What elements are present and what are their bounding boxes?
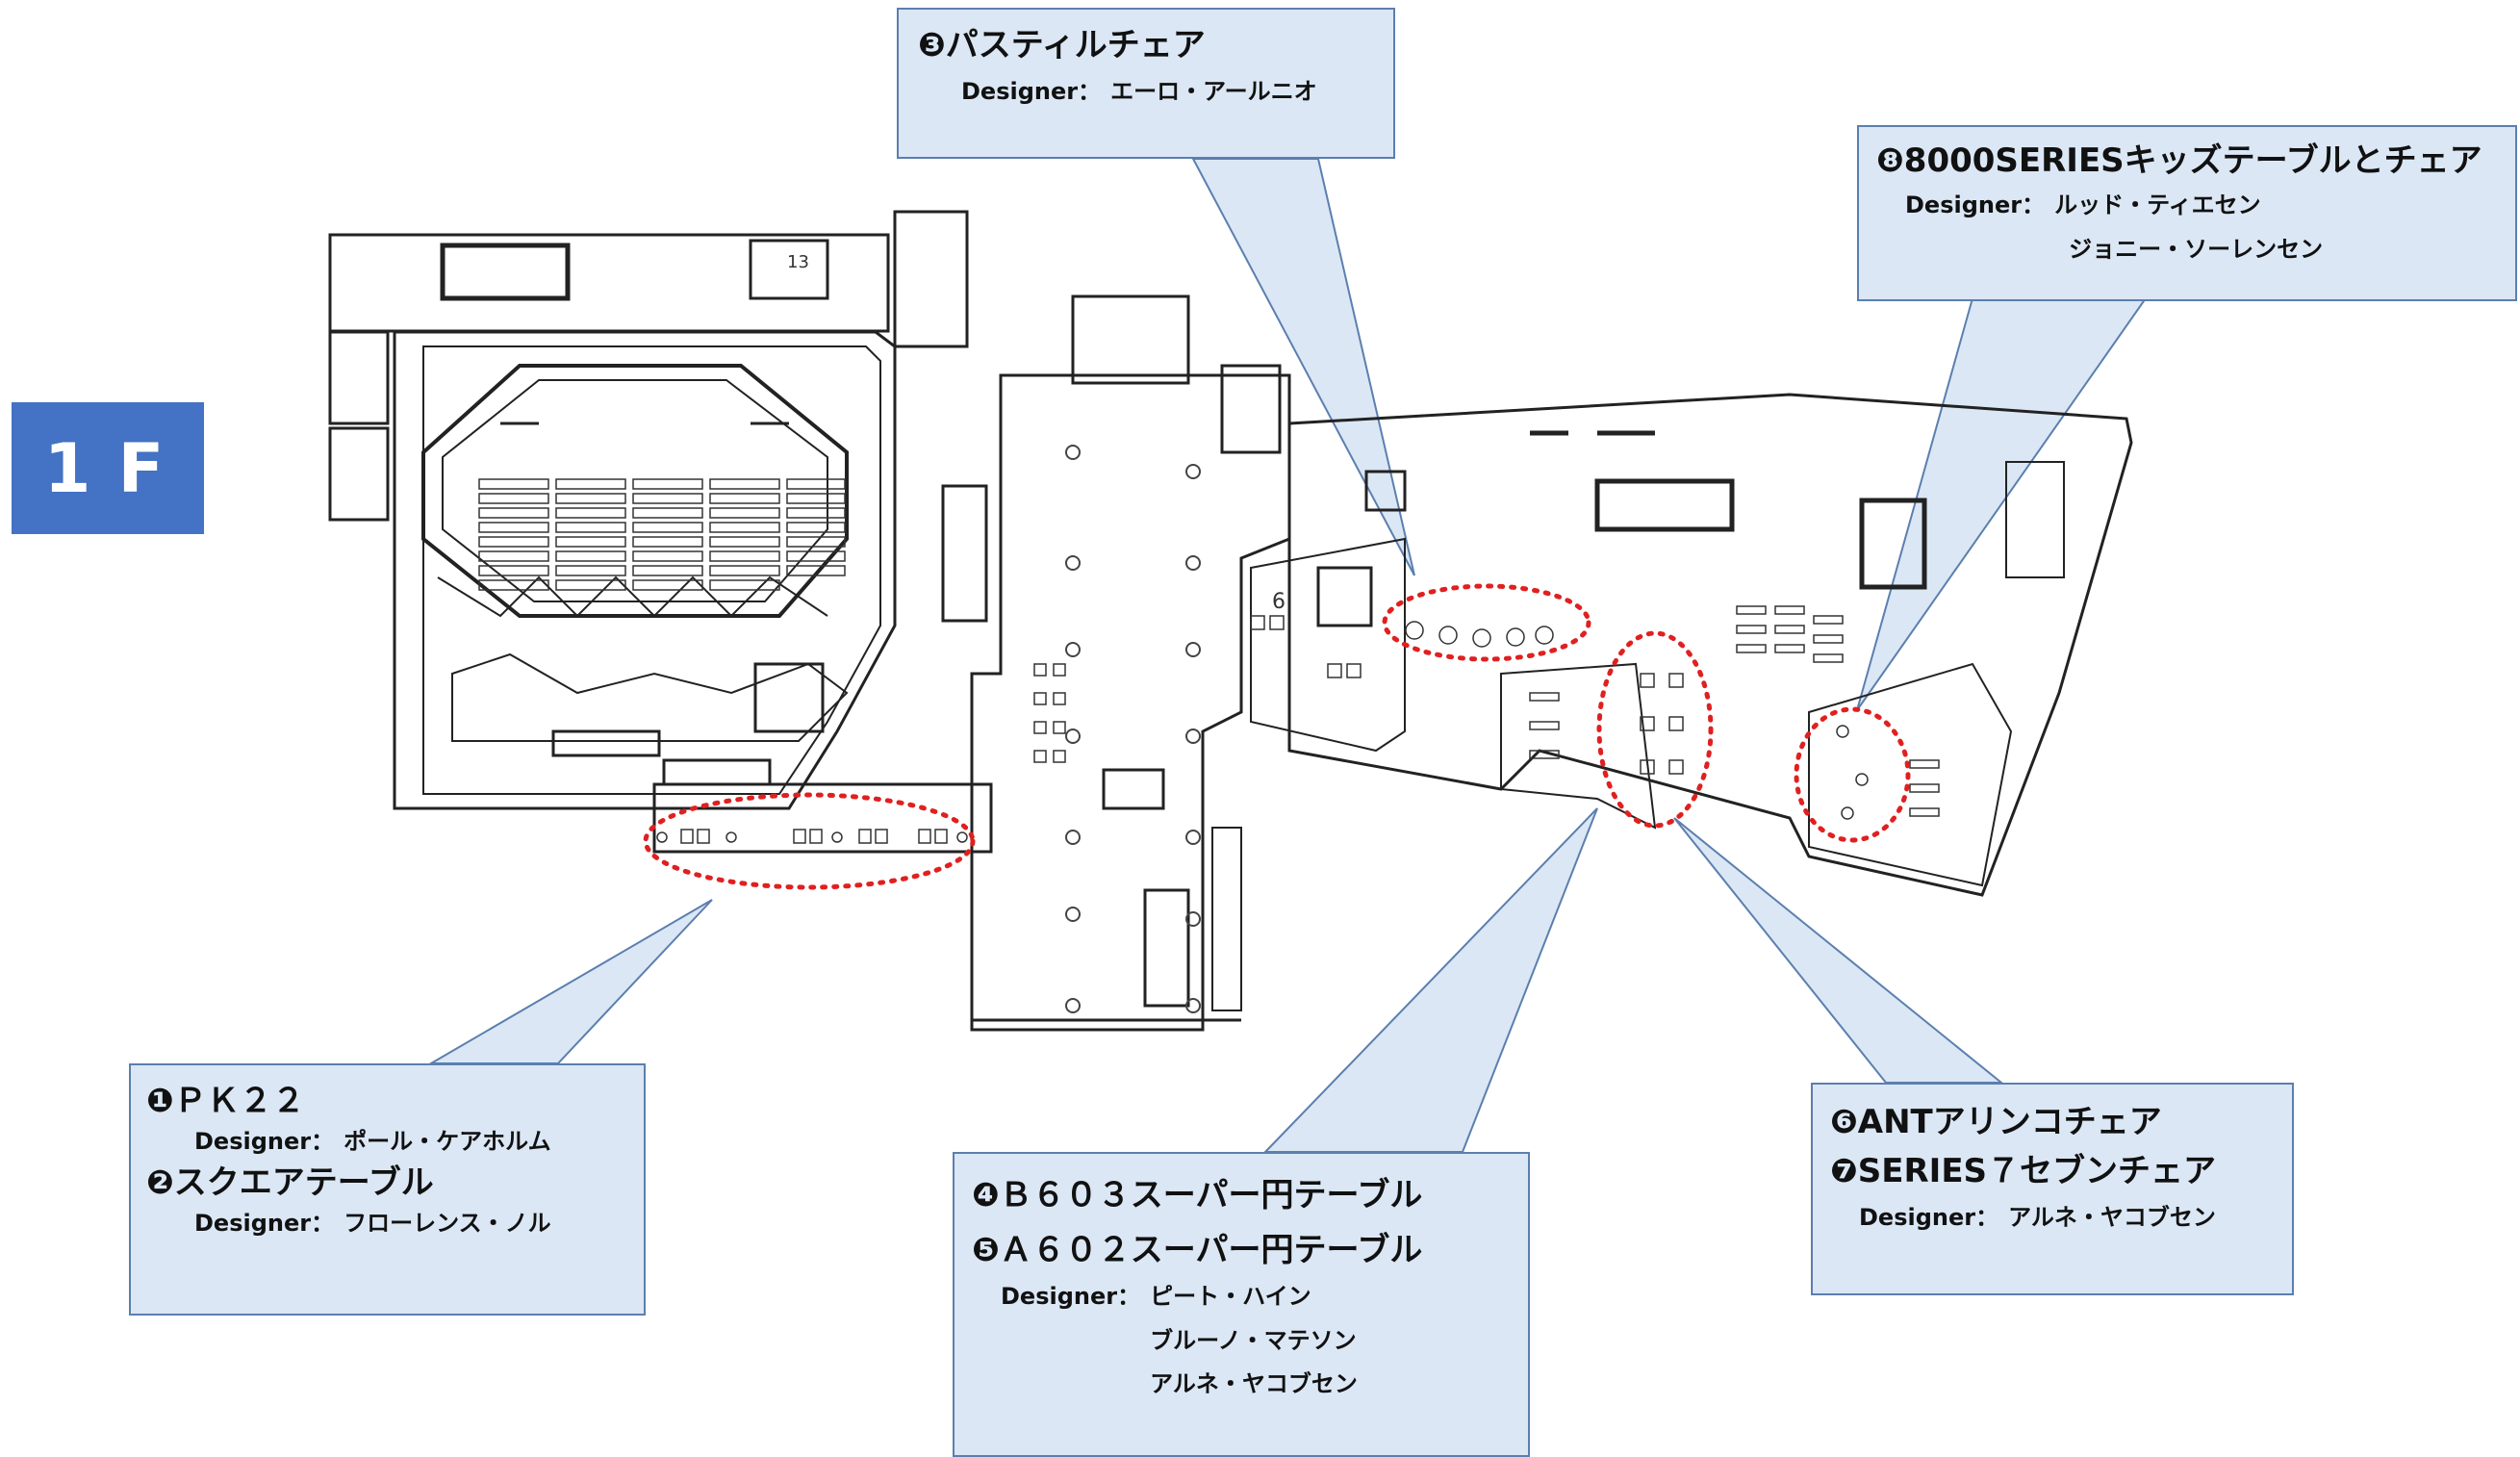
callout-ant-series7: ❻ANTアリンコチェア ❼SERIES７セブンチェア Designer： アルネ… [1811, 1083, 2294, 1295]
designer-label: Designer： [961, 78, 1102, 106]
designer-name: ピート・ハイン [1150, 1283, 1311, 1311]
designer-name: ルッド・ティエセン [2054, 192, 2261, 219]
callout-title-ant: ❻ANTアリンコチェア [1830, 1103, 2162, 1141]
callout-title-pk22: ❶ＰＫ２２ [146, 1082, 305, 1120]
designer-name: ブルーノ・マテソン [1150, 1326, 1357, 1354]
highlight-pastil-area [1382, 583, 1591, 662]
designer-name: エーロ・アールニオ [1110, 78, 1317, 106]
callout-title-kids: ❽8000SERIESキッズテーブルとチェア [1876, 141, 2482, 180]
callout-title-a602: ❺Ａ６０２スーパー円テーブル [972, 1231, 1423, 1270]
callout-title-pastil: ❸パスティルチェア [918, 26, 1206, 64]
highlight-kids-area [1794, 706, 1911, 843]
chair-symbols [656, 621, 1869, 844]
hall-block [328, 210, 993, 854]
lobby-block [941, 294, 1291, 1032]
designer-names: ルッド・ティエセン ジョニー・ソーレンセン [2054, 184, 2323, 271]
callout-title-b603: ❹Ｂ６０３スーパー円テーブル [972, 1176, 1423, 1214]
room-13-label: 13 [787, 252, 809, 272]
callout-super-round-tables: ❹Ｂ６０３スーパー円テーブル ❺Ａ６０２スーパー円テーブル Designer： … [953, 1152, 1530, 1457]
pointer-c1 [427, 899, 713, 1064]
designer-label: Designer： [1905, 192, 2046, 219]
callout-title-series7: ❼SERIES７セブンチェア [1830, 1152, 2217, 1191]
auditorium-seats [478, 478, 846, 591]
highlight-areas [643, 583, 1911, 890]
pointer-c8 [1856, 297, 2148, 711]
pointer-c6 [1673, 817, 2004, 1084]
designer-name: アルネ・ヤコブセン [1150, 1370, 1358, 1398]
callout-pointers [427, 158, 2148, 1153]
callout-title-square-table: ❷スクエアテーブル [146, 1163, 434, 1202]
lobby-furniture [1033, 663, 1066, 763]
highlight-pk22-area [643, 792, 976, 890]
designer-label: Designer： [1001, 1283, 1141, 1311]
highlight-super-round-area [1596, 630, 1714, 829]
pointer-c4 [1262, 807, 1598, 1153]
designer-names: ピート・ハイン ブルーノ・マテソン アルネ・ヤコブセン [1150, 1275, 1358, 1407]
callout-pk22: ❶ＰＫ２２ Designer： ポール・ケアホルム ❷スクエアテーブル Desi… [129, 1063, 646, 1316]
designer-name: ジョニー・ソーレンセン [2069, 235, 2324, 263]
room-6-label: 6 [1272, 590, 1285, 614]
callout-kids-table: ❽8000SERIESキッズテーブルとチェア Designer： ルッド・ティエ… [1857, 125, 2517, 301]
callout-pastil-chair: ❸パスティルチェア Designer： エーロ・アールニオ [897, 8, 1395, 159]
library-shelves [1250, 605, 1940, 817]
designer-name: フローレンス・ノル [344, 1209, 551, 1237]
pointer-c3 [1191, 158, 1415, 576]
floor-label: 1F [12, 402, 204, 534]
designer-label: Designer： [194, 1128, 335, 1156]
lobby-columns [1065, 445, 1201, 1013]
designer-label: Designer： [194, 1209, 335, 1237]
designer-label: Designer： [1859, 1204, 1999, 1232]
designer-name: ポール・ケアホルム [344, 1128, 551, 1156]
designer-name: アルネ・ヤコブセン [2008, 1204, 2216, 1232]
